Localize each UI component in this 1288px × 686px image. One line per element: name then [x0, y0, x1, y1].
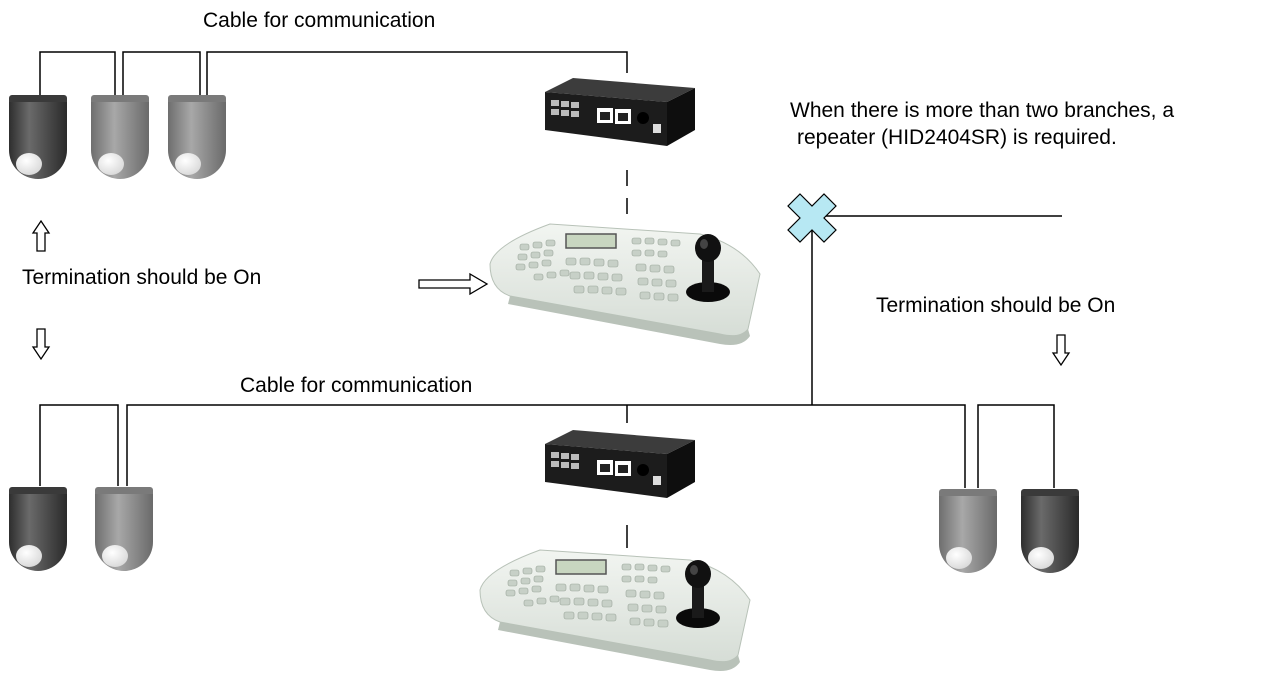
repeater-note-line1: When there is more than two branches, a: [790, 99, 1175, 122]
termination-left-label: Termination should be On: [22, 266, 262, 289]
right-arrow-icon: [418, 272, 489, 296]
top-trunk-cable: [206, 51, 628, 95]
bottom-cam1-cable: [39, 404, 119, 486]
wiring: [39, 51, 1062, 548]
top-dome-camera-1-icon: [9, 95, 67, 179]
up-arrow-icon: [31, 219, 51, 252]
right-dome-camera-2-icon: [1021, 489, 1079, 573]
repeater-note-line2: repeater (HID2404SR) is required.: [797, 126, 1117, 149]
top-dome-camera-3-icon: [168, 95, 226, 179]
top-cable-label: Cable for communication: [203, 9, 436, 32]
top-dome-camera-2-icon: [91, 95, 149, 179]
bottom-dome-camera-1-icon: [9, 487, 67, 571]
bottom-trunk-cable: [126, 404, 966, 488]
top-rs485-converter-icon: [545, 78, 695, 146]
bottom-cable-label: Cable for communication: [240, 374, 473, 397]
right-down-arrow-icon: [1051, 334, 1071, 367]
bottom-dome-camera-2-icon: [95, 487, 153, 571]
right-dome-camera-1-icon: [939, 489, 997, 573]
down-arrow-icon: [31, 328, 51, 361]
termination-right-label: Termination should be On: [876, 294, 1116, 317]
top-ptz-keyboard-controller-icon: [489, 223, 761, 346]
top-cam1-cable: [39, 51, 116, 95]
top-cam2-cable: [122, 51, 201, 95]
bottom-right-cam-cable: [977, 404, 1055, 488]
bottom-rs485-converter-icon: [545, 430, 695, 498]
bottom-ptz-keyboard-controller-icon: [479, 549, 751, 672]
x-mark-icon: [787, 193, 837, 243]
